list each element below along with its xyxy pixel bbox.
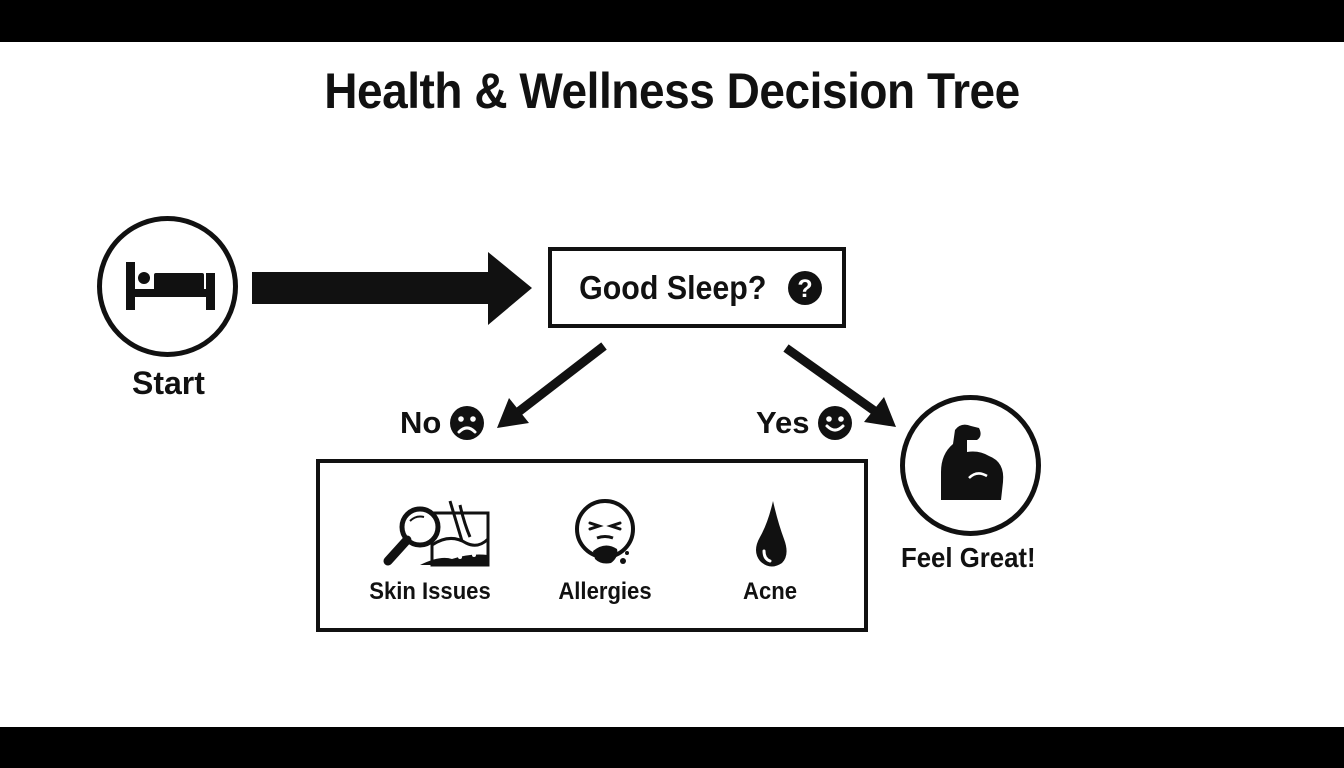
top-letterbox-bar: [0, 0, 1344, 42]
issue-skin: Skin Issues: [350, 493, 510, 606]
issue-acne: Acne: [705, 493, 835, 606]
yes-label-text: Yes: [756, 405, 810, 440]
bed-icon: [126, 262, 215, 310]
question-icon: ?: [787, 270, 822, 305]
magnifier-skin-icon: [383, 500, 490, 567]
no-branch-arrow: [497, 342, 607, 428]
outcome-label: Feel Great!: [901, 542, 1036, 573]
outcome-node: [900, 395, 1041, 536]
yes-branch-arrow: [783, 344, 896, 427]
issue-skin-label: Skin Issues: [369, 578, 491, 605]
no-branch-label: No: [400, 405, 485, 441]
start-to-decision-arrow: [252, 252, 532, 325]
flexed-bicep-icon: [941, 424, 1004, 500]
yes-branch-label: Yes: [756, 405, 853, 441]
drop-icon: [756, 501, 787, 567]
no-label-text: No: [400, 405, 442, 440]
bottom-letterbox-bar: [0, 727, 1344, 768]
start-node: [97, 216, 238, 357]
decision-label: Good Sleep?: [579, 268, 767, 306]
happy-face-icon: [818, 406, 853, 440]
issue-allergies: Allergies: [530, 493, 680, 606]
decision-node: Good Sleep? ?: [548, 247, 846, 328]
issues-box: Skin Issues Allergies Acne: [316, 459, 868, 632]
svg-text:?: ?: [797, 275, 812, 303]
issue-acne-label: Acne: [743, 578, 797, 605]
sneezing-face-icon: [575, 499, 635, 564]
diagram-title: Health & Wellness Decision Tree: [324, 63, 1020, 119]
start-label: Start: [132, 365, 205, 401]
issue-allergies-label: Allergies: [558, 578, 652, 605]
sad-face-icon: [450, 406, 485, 440]
